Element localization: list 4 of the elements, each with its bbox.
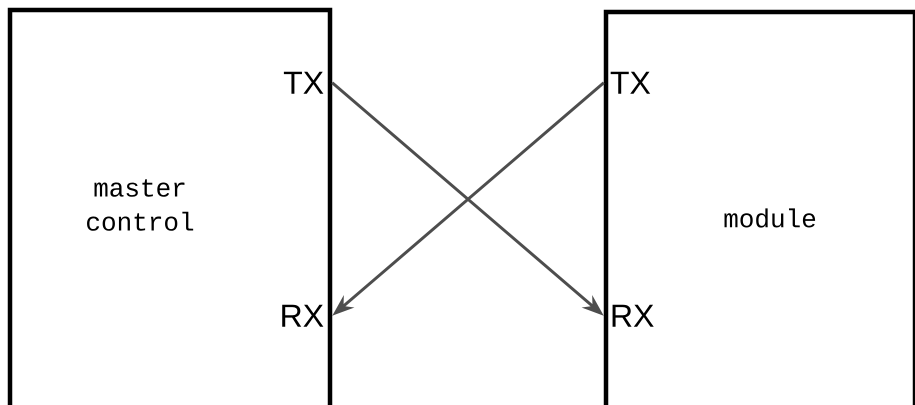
port-label: TX [610,72,650,94]
port-label: RX [612,304,654,327]
port-label: TX [284,72,324,94]
port-label: RX [282,304,324,327]
